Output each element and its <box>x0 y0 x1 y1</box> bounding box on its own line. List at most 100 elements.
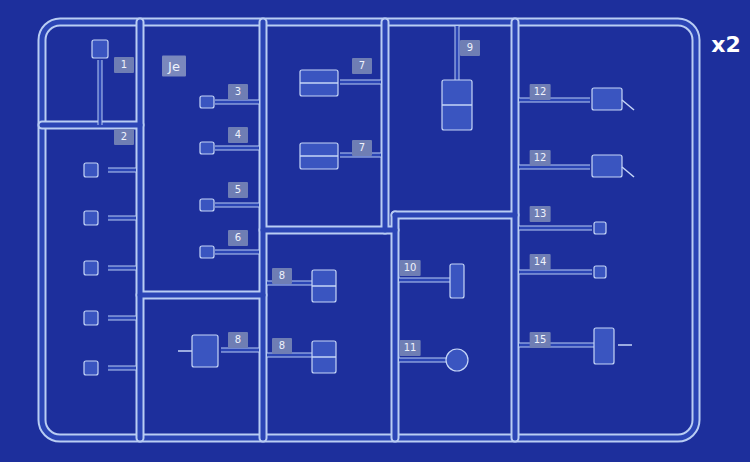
part-number: 12 <box>530 150 551 166</box>
runner <box>381 22 390 230</box>
gate <box>215 147 259 150</box>
part-number: 1 <box>114 57 134 73</box>
gate <box>519 226 592 231</box>
sprue-frame <box>42 22 696 438</box>
kit-part <box>312 270 336 302</box>
kit-part <box>200 199 214 211</box>
runner <box>395 211 515 220</box>
gate <box>215 203 259 208</box>
part-detail <box>178 350 192 352</box>
gate <box>340 81 381 84</box>
part-number: 12 <box>530 84 551 100</box>
part-number: 8 <box>228 332 248 348</box>
part-number: 7 <box>352 140 372 156</box>
gate <box>108 216 136 221</box>
gate <box>215 251 259 254</box>
gate <box>215 250 259 255</box>
kit-part <box>442 80 472 130</box>
gate <box>215 204 259 207</box>
part-number: 14 <box>530 254 551 270</box>
kit-part <box>594 266 606 278</box>
part-number: 11 <box>400 340 421 356</box>
gate <box>108 316 136 321</box>
gate <box>456 26 459 80</box>
kit-part <box>446 349 468 371</box>
gate <box>519 227 592 230</box>
gate <box>108 266 136 271</box>
part-number: 9 <box>460 40 480 56</box>
gate <box>108 367 136 370</box>
part-detail <box>618 344 632 346</box>
gate <box>221 348 259 353</box>
kit-part <box>594 222 606 234</box>
runner <box>140 291 263 300</box>
part-number: 2 <box>114 129 134 145</box>
gate <box>108 169 136 172</box>
runner <box>263 226 395 235</box>
part-number: 5 <box>228 182 248 198</box>
part-detail <box>622 100 634 110</box>
runner <box>136 22 145 438</box>
kit-part <box>592 155 622 177</box>
gate <box>455 26 460 80</box>
kit-part <box>84 211 98 225</box>
gate <box>519 270 592 275</box>
kit-part <box>592 88 622 110</box>
part-number: 7 <box>352 58 372 74</box>
gate <box>108 168 136 173</box>
part-number: 3 <box>228 84 248 100</box>
part-detail <box>312 285 336 287</box>
part-number: 8 <box>272 268 292 284</box>
kit-part <box>594 328 614 364</box>
runner <box>138 22 143 438</box>
runner <box>383 22 388 230</box>
runner <box>395 213 515 218</box>
kit-part <box>300 70 338 96</box>
kit-part <box>192 335 218 367</box>
part-number: 8 <box>272 338 292 354</box>
sprue-frame <box>42 22 696 438</box>
part-number: 4 <box>228 127 248 143</box>
kit-part <box>312 341 336 373</box>
kit-part <box>450 264 464 298</box>
runner <box>140 293 263 298</box>
gate <box>399 278 450 283</box>
runner <box>42 123 140 128</box>
gate <box>221 349 259 352</box>
part-detail <box>622 167 634 177</box>
gate <box>215 101 259 104</box>
gate <box>108 366 136 371</box>
kit-part <box>200 96 214 108</box>
gate <box>108 217 136 220</box>
part-number: 6 <box>228 230 248 246</box>
runner <box>513 22 518 438</box>
gate <box>108 267 136 270</box>
kit-part <box>84 261 98 275</box>
gate <box>99 60 102 125</box>
kit-part <box>200 246 214 258</box>
part-number: 15 <box>530 332 551 348</box>
runner <box>393 215 398 438</box>
gate <box>108 317 136 320</box>
kit-part <box>300 143 338 169</box>
gate <box>399 359 446 362</box>
runner <box>391 215 400 438</box>
part-detail <box>300 155 338 157</box>
runner <box>263 228 395 233</box>
quantity-note: x2 <box>711 34 741 56</box>
part-number: 10 <box>400 260 421 276</box>
gate <box>399 279 450 282</box>
runner <box>511 22 520 438</box>
kit-part <box>200 142 214 154</box>
kit-part <box>92 40 108 58</box>
gate <box>519 271 592 274</box>
kit-part <box>84 163 98 177</box>
part-detail <box>442 104 472 106</box>
part-number: 13 <box>530 206 551 222</box>
kit-part <box>84 361 98 375</box>
gate <box>399 358 446 363</box>
gate <box>215 100 259 105</box>
part-detail <box>300 82 338 84</box>
